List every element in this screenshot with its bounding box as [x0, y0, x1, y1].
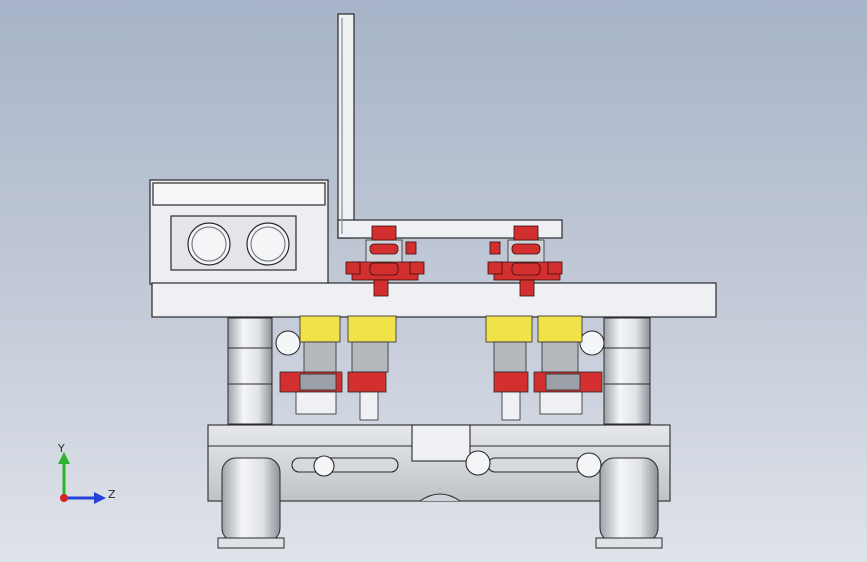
base-block [207, 424, 671, 502]
control-box [149, 179, 329, 285]
base-leg-left [217, 457, 285, 549]
z-axis-label: Z [108, 488, 116, 501]
top-clamp-left [345, 225, 425, 297]
x-axis-icon [60, 494, 68, 502]
indicator-circle-left [187, 222, 231, 266]
indicator-circle-right [246, 222, 290, 266]
actuator-1 [279, 315, 343, 415]
y-axis-label: Y [57, 442, 65, 455]
support-post-left [227, 317, 273, 425]
axis-triad: Y Z [57, 442, 116, 504]
main-plate [151, 282, 717, 318]
actuator-2 [347, 315, 397, 421]
actuator-3 [485, 315, 533, 421]
actuator-4 [533, 315, 603, 415]
support-post-right [603, 317, 651, 425]
l-bracket [337, 13, 563, 239]
top-clamp-right [487, 225, 563, 297]
roller-right [579, 330, 605, 356]
roller-left [275, 330, 301, 356]
base-leg-right [595, 457, 663, 549]
